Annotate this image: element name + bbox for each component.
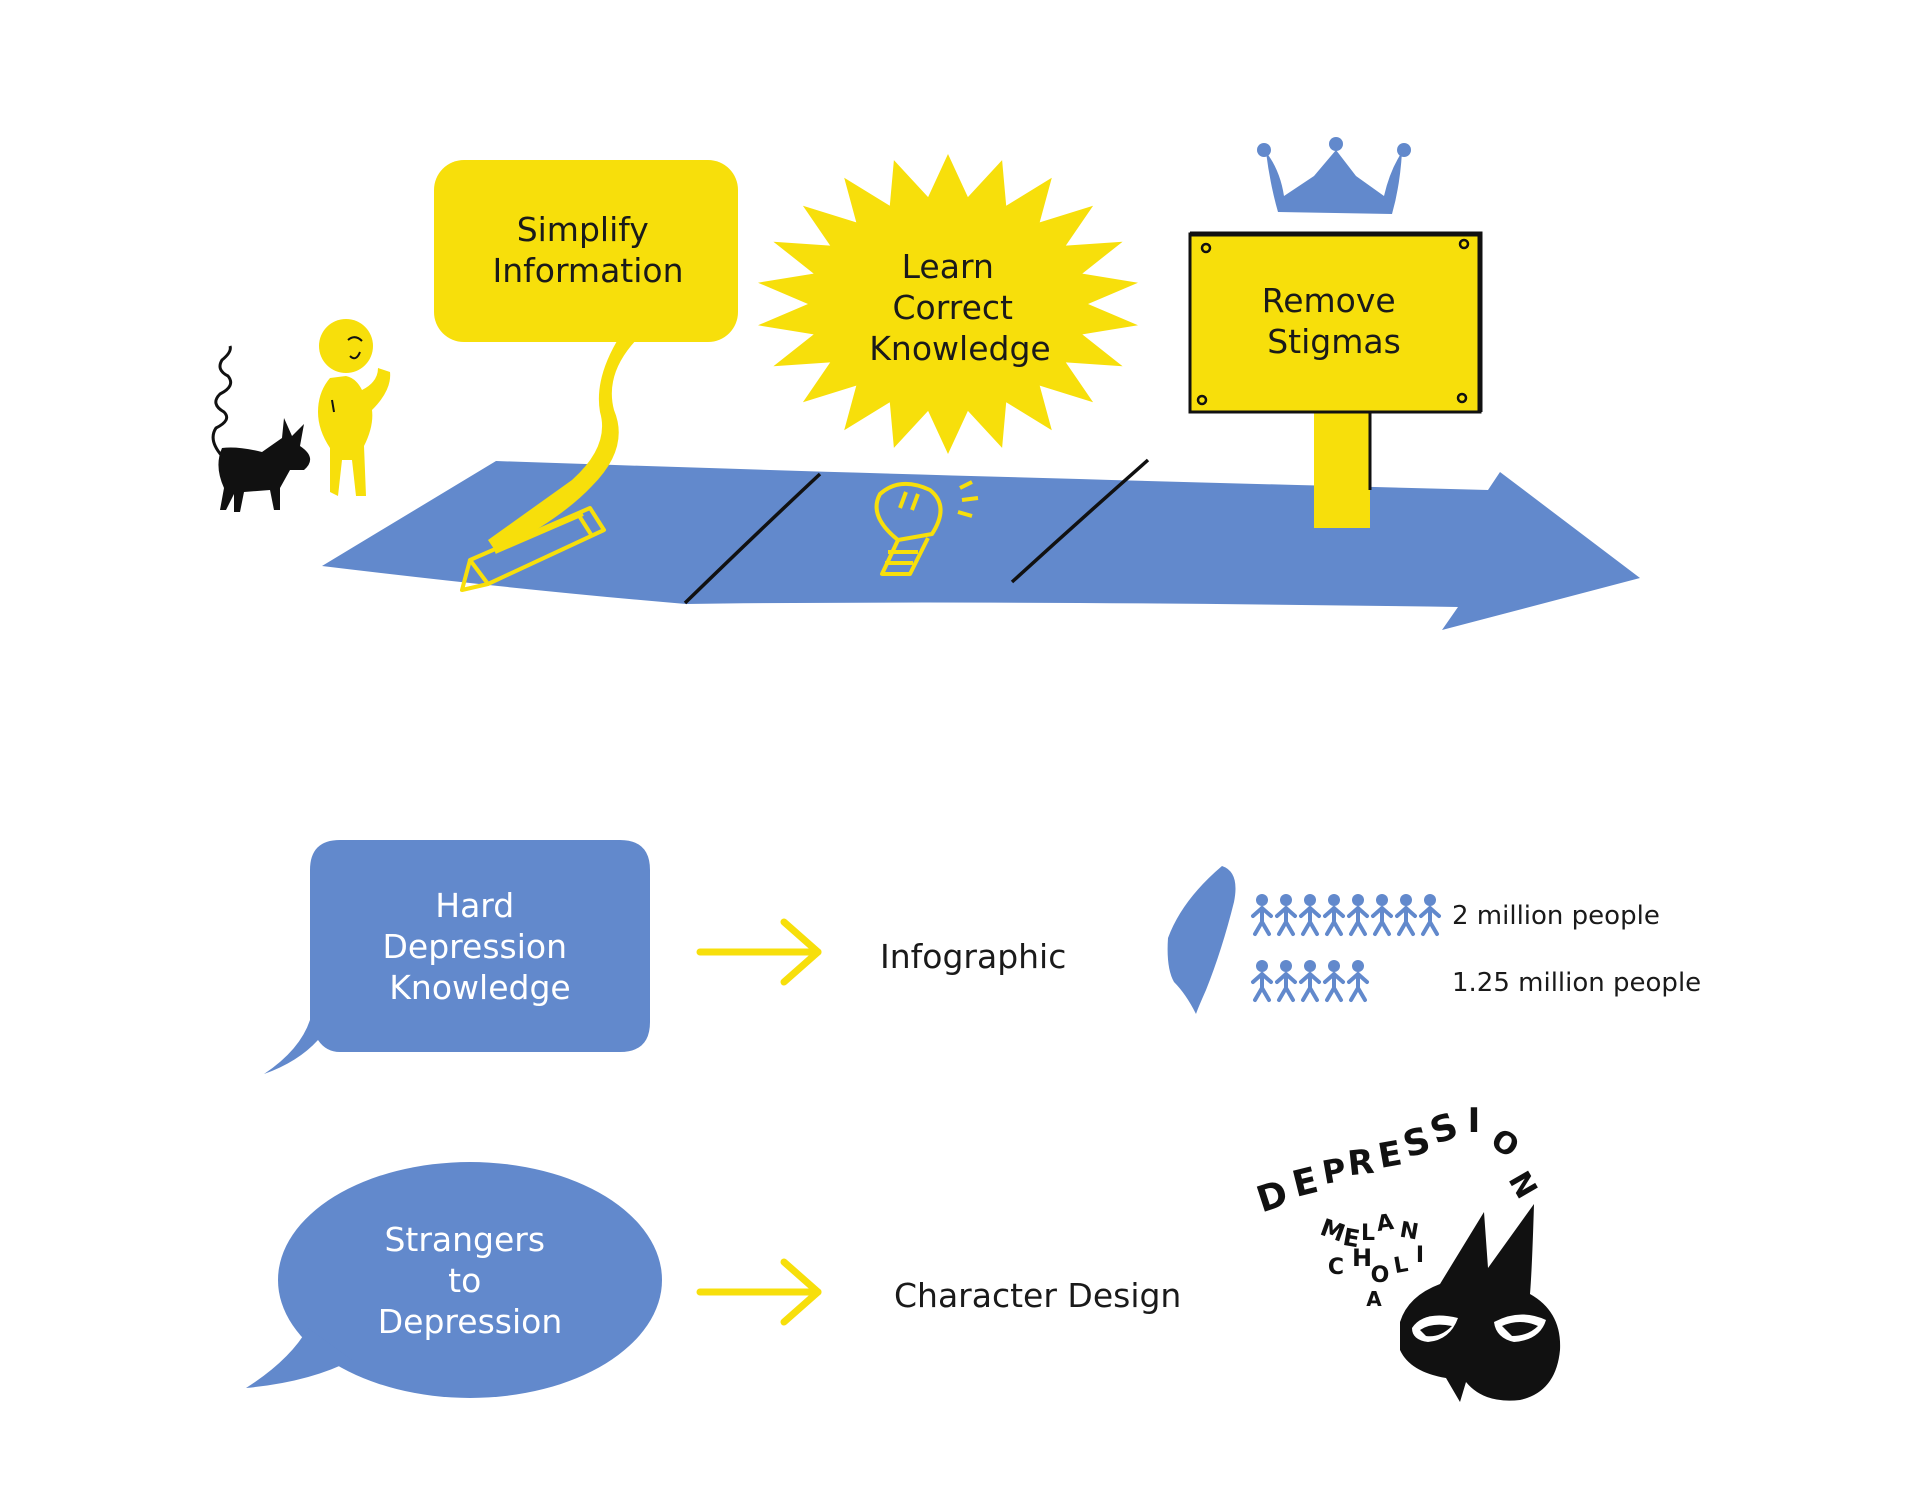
- person-icon: [1395, 894, 1417, 936]
- person-icon: [1323, 960, 1345, 1002]
- taiwan-map-icon: [1167, 866, 1236, 1014]
- lettering-letter: E: [1288, 1160, 1322, 1206]
- arrow-icon: [696, 918, 822, 986]
- person-icon: [1251, 960, 1273, 1002]
- strangers-to-depression-text: Strangers to Depression: [378, 1220, 562, 1341]
- person-icon: [1299, 960, 1321, 1002]
- simplify-information-bubble: [434, 160, 738, 552]
- learn-correct-knowledge-text: Learn Correct Knowledge: [869, 247, 1050, 368]
- character-design-label: Character Design: [894, 1276, 1181, 1315]
- person-illustration: [318, 319, 391, 496]
- dog-illustration: [211, 345, 311, 512]
- remove-stigmas-text: Remove Stigmas: [1262, 281, 1406, 361]
- hard-depression-knowledge-text: Hard Depression Knowledge: [383, 886, 578, 1007]
- road-arrow: [322, 458, 1640, 630]
- lettering-letter: N: [1501, 1166, 1544, 1205]
- lettering-letter: N: [1398, 1218, 1420, 1246]
- lettering-letter: P: [1319, 1150, 1349, 1191]
- person-icon: [1347, 960, 1369, 1002]
- arrow-icon: [696, 1258, 822, 1326]
- depression-character: [1400, 1204, 1561, 1402]
- lettering-letter: H: [1352, 1244, 1372, 1272]
- person-icon: [1275, 894, 1297, 936]
- lettering-letter: I: [1468, 1101, 1481, 1141]
- lettering-letter: O: [1485, 1122, 1525, 1165]
- simplify-information-text: Simplify Information: [492, 210, 683, 290]
- person-icon: [1419, 894, 1441, 936]
- person-icon: [1347, 894, 1369, 936]
- lightbulb-icon: [874, 480, 979, 576]
- people-icons-row-1: [1251, 894, 1441, 936]
- lettering-letter: D: [1252, 1173, 1293, 1221]
- person-icon: [1275, 960, 1297, 1002]
- hard-depression-knowledge-bubble: [264, 840, 650, 1074]
- lettering-letter: L: [1361, 1221, 1375, 1246]
- person-icon: [1323, 894, 1345, 936]
- pencil-icon: [460, 506, 606, 592]
- lettering-letter: A: [1375, 1210, 1395, 1237]
- learn-correct-knowledge-starburst: [758, 154, 1138, 454]
- infographic-label: Infographic: [880, 937, 1066, 976]
- strangers-to-depression-bubble: [246, 1162, 662, 1398]
- people-icons-row-2: [1251, 960, 1369, 1002]
- lettering-letter: E: [1375, 1133, 1405, 1176]
- person-icon: [1299, 894, 1321, 936]
- lettering-letter: R: [1346, 1142, 1376, 1185]
- lettering-letter: I: [1416, 1243, 1424, 1268]
- person-icon: [1251, 894, 1273, 936]
- remove-stigmas-sign: [1188, 231, 1483, 528]
- stat-1-25-million-text: 1.25 million people: [1452, 968, 1701, 998]
- lettering-letter: O: [1371, 1263, 1390, 1288]
- person-icon: [1371, 894, 1393, 936]
- stat-2-million-text: 2 million people: [1452, 901, 1660, 931]
- crown-icon: [1257, 137, 1411, 214]
- lettering-letter: A: [1366, 1287, 1382, 1311]
- lettering-letter: E: [1341, 1223, 1362, 1253]
- lettering-letter: C: [1328, 1255, 1344, 1280]
- lettering-letter: L: [1392, 1252, 1410, 1279]
